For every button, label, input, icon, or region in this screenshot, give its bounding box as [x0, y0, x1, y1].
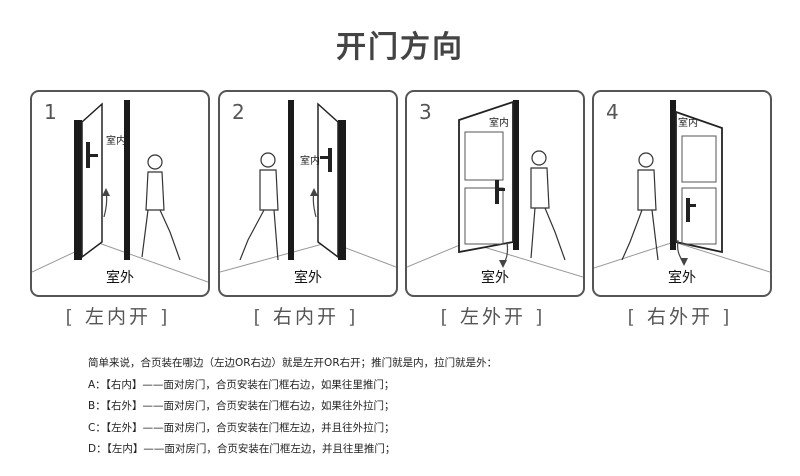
- caption-text: 右外开: [646, 306, 713, 328]
- bracket-open: [: [65, 306, 76, 328]
- notes-intro: 简单来说，合页装在哪边（左边OR右边）就是左开OR右开；推门就是内，拉门就是外：: [88, 357, 498, 369]
- bracket-open: [: [253, 306, 264, 328]
- indoor-label: 室内: [300, 156, 320, 167]
- right-outward-door-illustration: [594, 100, 770, 273]
- note-item-d: D：【左内】——面对房门，合页安装在门框左边，并且往里推门；: [88, 443, 396, 455]
- panel-number: 2: [232, 100, 245, 124]
- caption-text: 左内开: [84, 306, 151, 328]
- note-item-c: C：【左外】——面对房门，合页安装在门框左边，并且往外拉门；: [88, 421, 395, 434]
- left-outward-door-illustration: [407, 100, 583, 278]
- outdoor-label: 室外: [668, 270, 696, 286]
- bracket-open: [: [440, 306, 451, 328]
- left-inward-door-illustration: [32, 100, 208, 283]
- caption-left-outward: [ 左外开 ]: [403, 302, 583, 329]
- bracket-close: ]: [535, 306, 546, 328]
- panel-number: 1: [44, 100, 57, 124]
- bracket-close: ]: [348, 306, 359, 328]
- note-item-a: A：【右内】——面对房门，合页安装在门框右边，如果往里推门；: [88, 378, 395, 391]
- diagram-panel-3: 3 室内 室外: [405, 90, 585, 297]
- explanation-notes: 简单来说，合页装在哪边（左边OR右边）就是左开OR右开；推门就是内，拉门就是外：…: [88, 353, 708, 461]
- caption-right-inward: [ 右内开 ]: [216, 302, 396, 329]
- diagram-panel-2: 2 室内 室外: [218, 90, 398, 297]
- caption-text: 左外开: [459, 306, 526, 328]
- right-inward-door-illustration: [220, 100, 396, 273]
- outdoor-label: 室外: [294, 270, 322, 286]
- diagram-panel-1: 1 室内 室外: [30, 90, 210, 297]
- note-item-b: B：【右外】——面对房门，合页安装在门框右边，如果往外拉门；: [88, 400, 395, 412]
- bracket-open: [: [627, 306, 638, 328]
- indoor-label: 室内: [489, 118, 509, 129]
- outdoor-label: 室外: [481, 270, 509, 286]
- bracket-close: ]: [722, 306, 733, 328]
- panel-number: 4: [606, 100, 619, 124]
- bracket-close: ]: [160, 306, 171, 328]
- outdoor-label: 室外: [106, 270, 134, 286]
- page-title: 开门方向: [336, 30, 464, 65]
- indoor-label: 室内: [678, 118, 698, 129]
- caption-left-inward: [ 左内开 ]: [28, 302, 208, 329]
- caption-text: 右内开: [272, 306, 339, 328]
- indoor-label: 室内: [106, 136, 126, 147]
- diagram-panel-4: 4 室内 室外: [592, 90, 772, 297]
- panel-number: 3: [419, 100, 432, 124]
- caption-right-outward: [ 右外开 ]: [590, 302, 770, 329]
